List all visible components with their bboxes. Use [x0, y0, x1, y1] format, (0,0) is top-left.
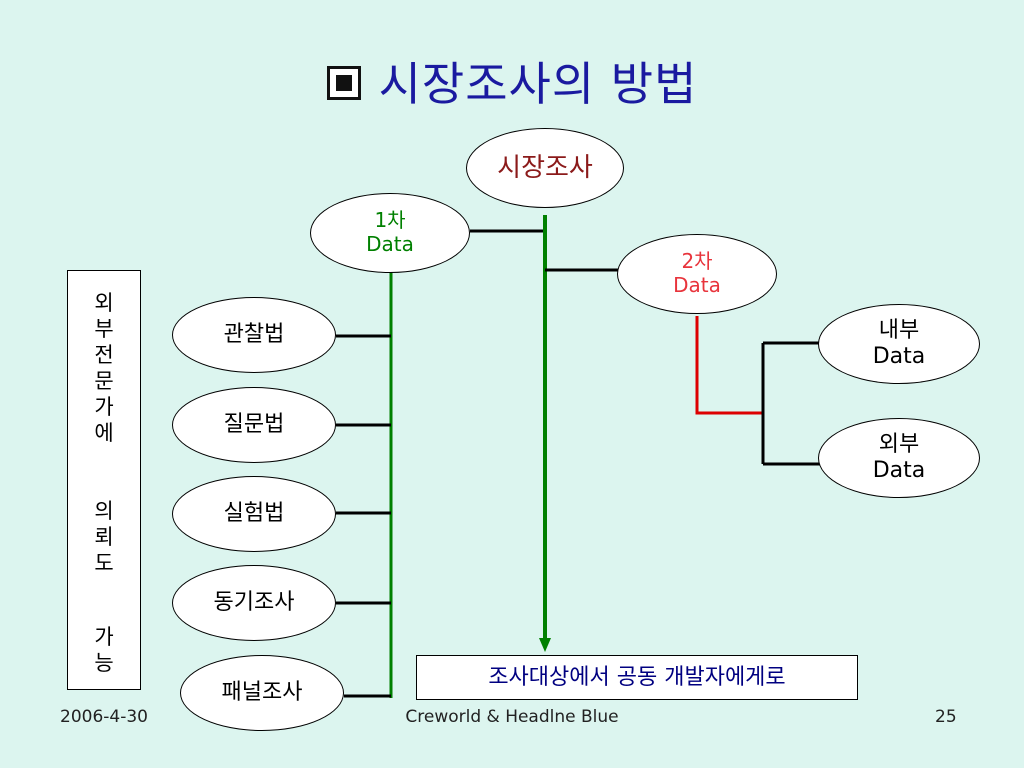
side-note-char: 부	[94, 317, 114, 341]
method-label: 관찰법	[223, 322, 285, 348]
primary-data-node: 1차 Data	[310, 193, 470, 273]
side-note-char: 에	[94, 421, 114, 445]
method-node: 동기조사	[172, 565, 336, 641]
side-note-char: 가	[94, 395, 114, 419]
external-data-node: 외부 Data	[818, 418, 980, 498]
method-node: 실험법	[172, 476, 336, 552]
title-text: 시장조사의 방법	[378, 57, 698, 111]
primary-label-line1: 1차	[374, 208, 406, 233]
internal-label-line2: Data	[872, 344, 926, 369]
side-note-char: 도	[94, 551, 114, 575]
main-arrow-head	[539, 638, 551, 652]
secondary-red-line	[695, 316, 763, 415]
method-node: 질문법	[172, 387, 336, 463]
side-note-char: 의	[94, 499, 114, 523]
method-node: 패널조사	[180, 655, 344, 731]
secondary-data-node: 2차 Data	[617, 234, 777, 314]
side-note-char: 외	[94, 291, 114, 315]
method-node: 관찰법	[172, 297, 336, 373]
method-label: 패널조사	[221, 680, 303, 706]
root-node: 시장조사	[466, 128, 624, 208]
primary-label-line2: Data	[366, 232, 414, 256]
secondary-label-line2: Data	[673, 273, 721, 297]
root-label: 시장조사	[497, 152, 593, 183]
footer-date: 2006-4-30	[60, 707, 148, 727]
slide-title: 시장조사의 방법	[0, 48, 1024, 114]
side-note-char: 문	[94, 369, 114, 393]
square-bullet-icon	[326, 65, 361, 100]
footer-page-number: 25	[935, 707, 957, 727]
side-note-char: 가	[94, 625, 114, 649]
secondary-label-line1: 2차	[681, 249, 713, 274]
internal-data-node: 내부 Data	[818, 304, 980, 384]
side-note-char: 능	[94, 651, 114, 675]
external-label-line2: Data	[872, 458, 926, 483]
footer-center: Creworld & Headlne Blue	[405, 707, 619, 727]
method-label: 동기조사	[213, 590, 295, 616]
method-label: 질문법	[223, 412, 285, 438]
internal-label-line1: 내부	[878, 318, 920, 344]
method-label: 실험법	[223, 501, 285, 527]
side-note-box: 외 부 전 문 가 에 의 뢰 도 가 능	[67, 270, 141, 690]
side-note-char: 뢰	[94, 525, 114, 549]
result-box: 조사대상에서 공동 개발자에게로	[416, 655, 858, 700]
side-note-char: 전	[94, 343, 114, 367]
external-label-line1: 외부	[878, 432, 920, 458]
